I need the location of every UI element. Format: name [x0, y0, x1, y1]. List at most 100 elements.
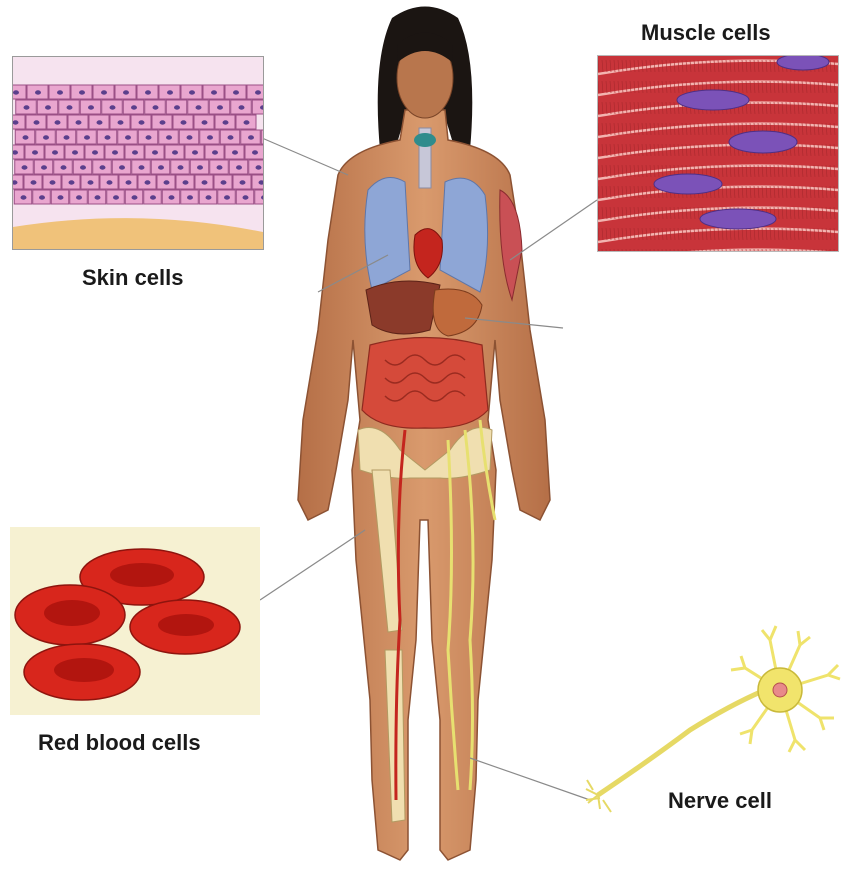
skin-cell-nucleus [126, 180, 132, 184]
skin-cell-nucleus [150, 195, 156, 199]
skin-cell-nucleus [158, 165, 164, 169]
skin-cell-nucleus [112, 150, 118, 154]
skin-cell-nucleus [239, 105, 245, 109]
skin-cell-nucleus [61, 165, 67, 169]
skin-cell-nucleus [223, 120, 229, 124]
skin-cell-nucleus [76, 120, 82, 124]
skin-cell-nucleus [224, 195, 230, 199]
skin-cell-nucleus [34, 120, 40, 124]
skin-cell-nucleus [21, 195, 27, 199]
skin-cell-nucleus [187, 195, 193, 199]
skin-cell-nucleus [58, 195, 64, 199]
skin-cell-nucleus [233, 90, 239, 94]
skin-cell-nucleus [80, 165, 86, 169]
skin-cell-nucleus [55, 120, 61, 124]
skin-cell-nucleus [183, 180, 189, 184]
skin-cell-nucleus [105, 135, 111, 139]
skin-cell-nucleus [211, 90, 217, 94]
skin-cell-nucleus [187, 135, 193, 139]
skin-cell-nucleus [100, 165, 106, 169]
skin-cell-nucleus [13, 90, 19, 94]
nerve-cell-label: Nerve cell [668, 788, 772, 814]
skin-cell-nucleus [212, 150, 218, 154]
skin-cell-nucleus [31, 180, 37, 184]
skin-cell-nucleus [35, 90, 41, 94]
skin-cell-nucleus [232, 150, 238, 154]
skin-cell-nucleus [217, 165, 223, 169]
skin-cell-nucleus [52, 150, 58, 154]
skin-cell-nucleus [41, 165, 47, 169]
skin-cell-nucleus [181, 120, 187, 124]
skin-cell-nucleus [160, 120, 166, 124]
skin-cell-nucleus [24, 105, 30, 109]
skin-cell-nucleus [166, 135, 172, 139]
lung-right [365, 178, 410, 291]
muscle-cells-panel [597, 55, 839, 252]
skin-cell-nucleus [72, 150, 78, 154]
skin-cell-nucleus [207, 135, 213, 139]
skin-cell-nucleus [92, 150, 98, 154]
skin-cell-nucleus [69, 180, 75, 184]
skin-cell-nucleus [45, 105, 51, 109]
skin-cell-nucleus [178, 165, 184, 169]
skin-cell-nucleus [167, 90, 173, 94]
skin-cell-nucleus [164, 180, 170, 184]
skin-cell-nucleus [125, 135, 131, 139]
skin-cell [261, 130, 263, 144]
thyroid [414, 133, 436, 147]
skin-cell-nucleus [240, 180, 246, 184]
red-blood-cell [15, 585, 125, 645]
skin-cell-nucleus [243, 195, 249, 199]
skin-cell-nucleus [119, 165, 125, 169]
red-blood-cells-illustration [10, 527, 260, 715]
muscle-cells-label: Muscle cells [641, 20, 771, 46]
skin-cell-nucleus [252, 150, 258, 154]
skin-cell-nucleus [172, 150, 178, 154]
skin-cell-nucleus [196, 105, 202, 109]
skin-cell-nucleus [189, 90, 195, 94]
skin-cell-nucleus [197, 165, 203, 169]
skin-cell-nucleus [202, 120, 208, 124]
skin-cell-nucleus [43, 135, 49, 139]
red-blood-cells-label: Red blood cells [38, 730, 201, 756]
skin-cell-nucleus [248, 135, 254, 139]
skin-cell-nucleus [118, 120, 124, 124]
skin-cells-illustration [13, 57, 263, 249]
skin-cell-nucleus [206, 195, 212, 199]
skin-cell-nucleus [84, 135, 90, 139]
skin-cell-nucleus [152, 150, 158, 154]
skin-cell-nucleus [107, 180, 113, 184]
skin-cell-nucleus [113, 195, 119, 199]
red-blood-cells-panel [10, 527, 260, 715]
skin-cell-nucleus [139, 165, 145, 169]
muscle-cells-illustration [598, 56, 838, 251]
skin-cell-nucleus [192, 150, 198, 154]
skin-cell-nucleus [174, 105, 180, 109]
skin-cells-panel [12, 56, 264, 250]
skin-cell-nucleus [22, 165, 28, 169]
skin-cell-nucleus [132, 150, 138, 154]
skin-cell-nucleus [145, 180, 151, 184]
skin-cell-nucleus [95, 195, 101, 199]
skin-cell-nucleus [32, 150, 38, 154]
skin-cell-nucleus [146, 135, 152, 139]
skin-cell-nucleus [244, 120, 250, 124]
nerve-nucleus [773, 683, 787, 697]
skin-cell-nucleus [67, 105, 73, 109]
skin-cell-nucleus [139, 120, 145, 124]
skin-cell-nucleus [236, 165, 242, 169]
skin-cell-nucleus [221, 180, 227, 184]
intestines [362, 338, 488, 429]
skin-cell-nucleus [217, 105, 223, 109]
skin-cell-nucleus [79, 90, 85, 94]
liver [366, 281, 440, 334]
skin-cell-nucleus [132, 195, 138, 199]
skin-cell-nucleus [88, 180, 94, 184]
skin-cell-nucleus [101, 90, 107, 94]
skin-cell-nucleus [76, 195, 82, 199]
skin-cells-label: Skin cells [82, 265, 184, 291]
red-blood-cell [24, 644, 140, 700]
skin-cell-nucleus [228, 135, 234, 139]
nerve-cell-illustration [586, 626, 840, 812]
